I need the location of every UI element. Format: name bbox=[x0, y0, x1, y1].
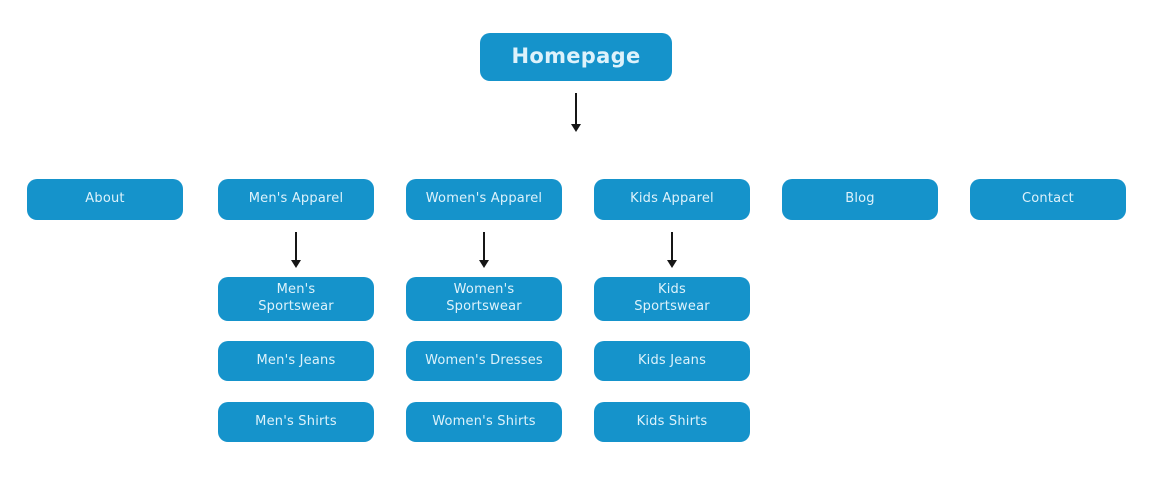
node-label: Women's Apparel bbox=[425, 191, 543, 207]
arrow-down-icon bbox=[667, 232, 677, 268]
node-blog[interactable]: Blog bbox=[782, 179, 938, 220]
node-homepage[interactable]: Homepage bbox=[480, 33, 672, 81]
node-about[interactable]: About bbox=[27, 179, 183, 220]
node-label: Contact bbox=[1022, 191, 1074, 207]
node-womens-shirts[interactable]: Women's Shirts bbox=[406, 402, 562, 442]
arrow-down-icon bbox=[479, 232, 489, 268]
node-label: Men's Sportswear bbox=[258, 282, 334, 314]
node-label: Homepage bbox=[511, 44, 641, 69]
node-womens-sportswear[interactable]: Women's Sportswear bbox=[406, 277, 562, 321]
node-label: Kids Sportswear bbox=[634, 282, 710, 314]
node-mens-sportswear[interactable]: Men's Sportswear bbox=[218, 277, 374, 321]
node-kids-sportswear[interactable]: Kids Sportswear bbox=[594, 277, 750, 321]
node-mens-shirts[interactable]: Men's Shirts bbox=[218, 402, 374, 442]
node-womens-dresses[interactable]: Women's Dresses bbox=[406, 341, 562, 381]
node-label: Kids Apparel bbox=[630, 191, 714, 207]
arrow-down-icon bbox=[291, 232, 301, 268]
node-label: Kids Jeans bbox=[637, 352, 707, 368]
node-kids-jeans[interactable]: Kids Jeans bbox=[594, 341, 750, 381]
node-label: Men's Apparel bbox=[248, 191, 344, 207]
node-label: Men's Shirts bbox=[255, 413, 337, 429]
node-label: Women's Shirts bbox=[432, 413, 536, 429]
node-womens-apparel[interactable]: Women's Apparel bbox=[406, 179, 562, 220]
node-kids-apparel[interactable]: Kids Apparel bbox=[594, 179, 750, 220]
node-label: Women's Sportswear bbox=[446, 282, 522, 314]
node-mens-apparel[interactable]: Men's Apparel bbox=[218, 179, 374, 220]
node-label: About bbox=[85, 191, 125, 207]
node-label: Men's Jeans bbox=[256, 352, 336, 368]
node-mens-jeans[interactable]: Men's Jeans bbox=[218, 341, 374, 381]
node-kids-shirts[interactable]: Kids Shirts bbox=[594, 402, 750, 442]
node-label: Kids Shirts bbox=[636, 413, 708, 429]
node-contact[interactable]: Contact bbox=[970, 179, 1126, 220]
arrow-down-icon bbox=[571, 93, 581, 132]
node-label: Women's Dresses bbox=[425, 352, 543, 368]
node-label: Blog bbox=[845, 191, 875, 207]
